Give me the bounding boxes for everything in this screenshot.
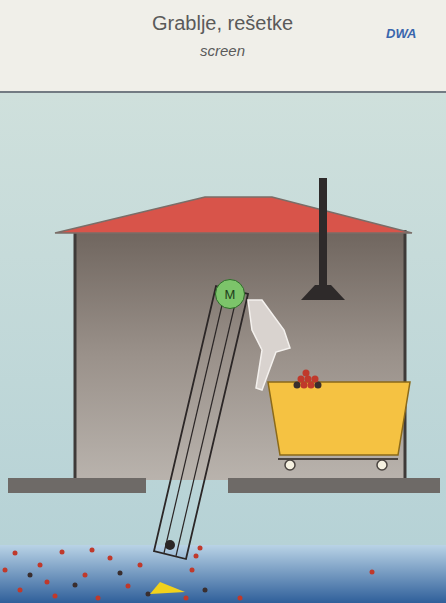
wall <box>404 230 407 480</box>
vent-hood <box>301 285 345 300</box>
rake-blade <box>150 582 185 594</box>
floor-slab <box>228 478 440 493</box>
discharge-chute <box>248 300 290 390</box>
node-text: M <box>225 287 236 302</box>
floor-slab <box>8 478 146 493</box>
subtitle: screen <box>200 42 245 59</box>
container <box>268 382 410 455</box>
header-rule <box>0 91 446 93</box>
water-channel <box>0 545 446 603</box>
wheel <box>377 460 387 470</box>
screen-chain <box>176 291 238 556</box>
logo-text: DWA <box>386 26 416 41</box>
debris <box>3 546 375 601</box>
header-ground <box>0 0 446 92</box>
vent-pipe <box>319 178 327 285</box>
motor-circle: M <box>215 279 245 309</box>
screenings-pile <box>294 370 322 389</box>
title: Grablje, rešetke <box>152 12 293 35</box>
screen-frame <box>154 286 248 559</box>
screen-sprocket <box>165 540 175 550</box>
screen-chain <box>164 288 226 553</box>
roof <box>55 197 412 233</box>
sky <box>0 93 446 545</box>
wall <box>74 230 77 480</box>
wheel <box>285 460 295 470</box>
